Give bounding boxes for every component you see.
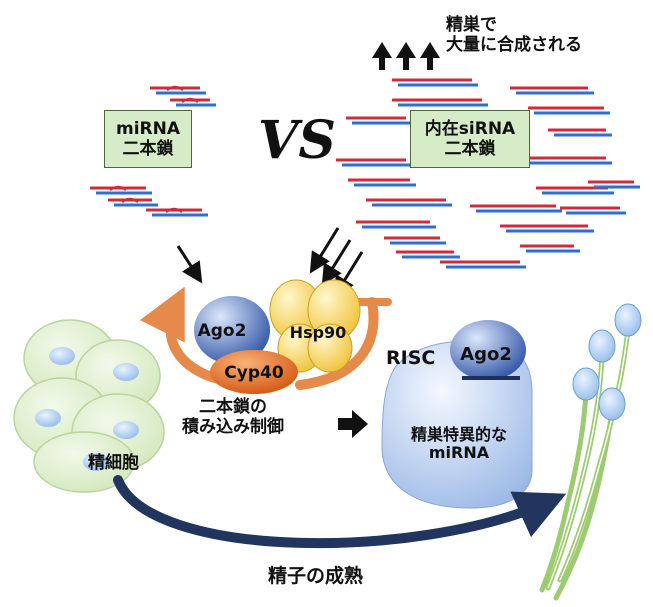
mirna-box-line1: miRNA bbox=[115, 118, 180, 139]
maturation-arrow bbox=[113, 475, 567, 549]
cyp40-protein bbox=[210, 350, 298, 394]
loading-line1: 二本鎖の bbox=[199, 397, 267, 417]
risc-line1: 精巣特異的な bbox=[410, 425, 507, 444]
vs-label: VS bbox=[258, 110, 336, 171]
inhibit-loading-arrow bbox=[295, 297, 379, 390]
up-arrows-icon bbox=[372, 42, 440, 70]
risc-label: RISC bbox=[386, 347, 436, 369]
sirna-box-line2: 二本鎖 bbox=[444, 139, 496, 159]
cell-nucleus-icons bbox=[35, 347, 139, 471]
hsp90-label: Hsp90 bbox=[290, 323, 347, 342]
right-arrow-icon bbox=[338, 410, 368, 438]
maturation-label: 精子の成熟 bbox=[268, 565, 364, 587]
ago2-label: Ago2 bbox=[198, 321, 247, 341]
risc-content-label: 精巣特異的な miRNA bbox=[396, 425, 522, 463]
promote-loading-arrow bbox=[140, 286, 227, 385]
loading-control-label: 二本鎖の 積み込み制御 bbox=[168, 397, 298, 437]
header-line2: 大量に合成される bbox=[446, 34, 582, 55]
sirna-duplex-box: 内在siRNA 二本鎖 bbox=[410, 110, 530, 168]
mirna-duplex-box: miRNA 二本鎖 bbox=[104, 110, 192, 168]
sirna-box-line1: 内在siRNA bbox=[424, 118, 516, 139]
risc-line2: miRNA bbox=[428, 443, 490, 463]
mirna-box-line2: 二本鎖 bbox=[122, 139, 174, 159]
ago2-protein bbox=[194, 296, 270, 364]
risc-ago2-label: Ago2 bbox=[460, 344, 512, 365]
loading-line2: 積み込み制御 bbox=[182, 416, 284, 437]
sperm-cells bbox=[539, 303, 642, 601]
header-line1: 精巣で bbox=[446, 15, 497, 35]
header-note: 精巣で 大量に合成される bbox=[446, 15, 582, 55]
cyp40-label: Cyp40 bbox=[224, 363, 284, 383]
sirna-duplexes bbox=[336, 78, 640, 269]
germ-cell-label: 精細胞 bbox=[88, 453, 139, 473]
risc-ago2-protein bbox=[450, 320, 526, 380]
mirna-to-complex-arrow bbox=[176, 245, 203, 284]
mirna-duplexes bbox=[90, 85, 216, 217]
